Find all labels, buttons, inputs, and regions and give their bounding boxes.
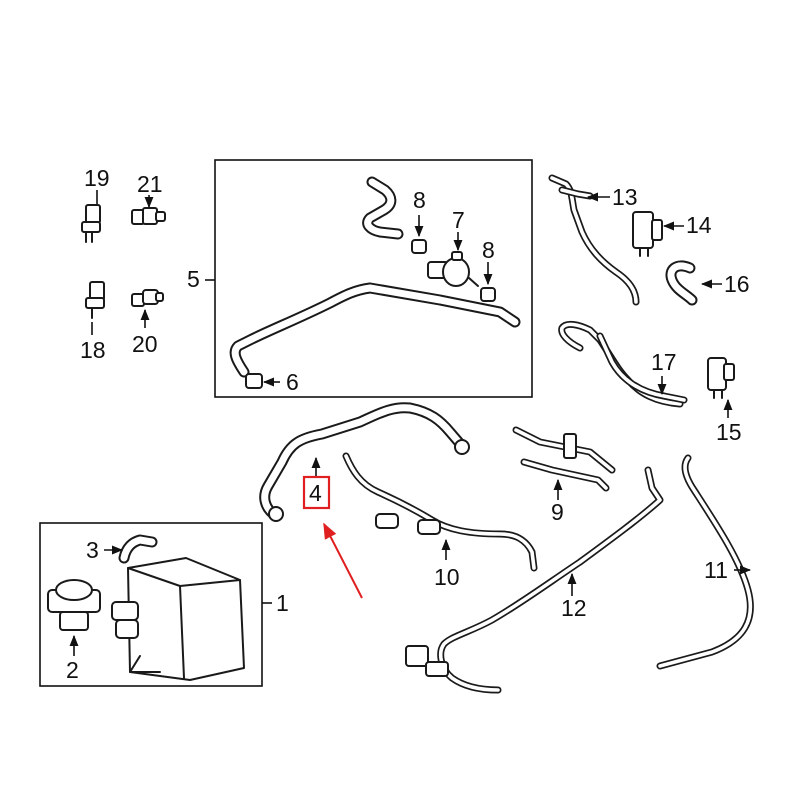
group-box-1	[39, 522, 272, 687]
part-18-sensor	[85, 281, 105, 335]
part-21-sensor	[131, 195, 166, 225]
callout-6: 6	[286, 369, 299, 395]
part-14-solenoid	[632, 211, 684, 257]
part-15-solenoid	[707, 357, 735, 418]
callout-16: 16	[724, 271, 750, 297]
part-5-short-hose	[362, 176, 404, 240]
highlight-arrow	[323, 522, 363, 599]
callout-3: 3	[86, 537, 99, 563]
callout-11: 11	[704, 557, 728, 583]
part-10-hose	[342, 452, 538, 572]
highlight-box	[302, 475, 331, 510]
part-7-valve	[427, 232, 479, 287]
callout-19: 19	[84, 165, 110, 191]
part-2-valve	[47, 579, 101, 656]
callout-7: 7	[452, 207, 465, 233]
part-4-hose	[259, 402, 470, 522]
part-1-canister	[111, 557, 245, 681]
callout-2: 2	[66, 657, 79, 683]
callout-20: 20	[132, 331, 158, 357]
callout-9: 9	[551, 499, 564, 525]
callout-4: 4	[309, 480, 322, 506]
part-3-hose	[104, 534, 158, 564]
part-9-bracket	[512, 426, 616, 500]
part-12-line	[405, 466, 664, 694]
part-5-hose	[229, 282, 521, 378]
callout-1: 1	[276, 590, 289, 616]
callout-15: 15	[716, 419, 742, 445]
callout-8-top: 8	[413, 187, 426, 213]
part-13-line	[548, 174, 640, 306]
callout-14: 14	[686, 212, 712, 238]
callout-18: 18	[80, 337, 106, 363]
part-6-clip	[245, 373, 280, 389]
callout-5: 5	[187, 266, 200, 292]
group-box-5	[205, 159, 533, 398]
part-8-clip-a	[411, 215, 427, 254]
part-8-clip-b	[480, 262, 496, 302]
callout-21: 21	[137, 171, 163, 197]
callout-8-right: 8	[482, 237, 495, 263]
part-19-sensor	[81, 190, 101, 243]
callout-10: 10	[434, 564, 460, 590]
callout-12: 12	[561, 595, 587, 621]
callout-13: 13	[612, 184, 638, 210]
part-17-pipe	[558, 320, 688, 408]
part-20-sensor	[131, 289, 164, 328]
part-16-hose	[665, 260, 722, 306]
part-11-hose	[656, 454, 754, 670]
callout-17: 17	[651, 349, 677, 375]
